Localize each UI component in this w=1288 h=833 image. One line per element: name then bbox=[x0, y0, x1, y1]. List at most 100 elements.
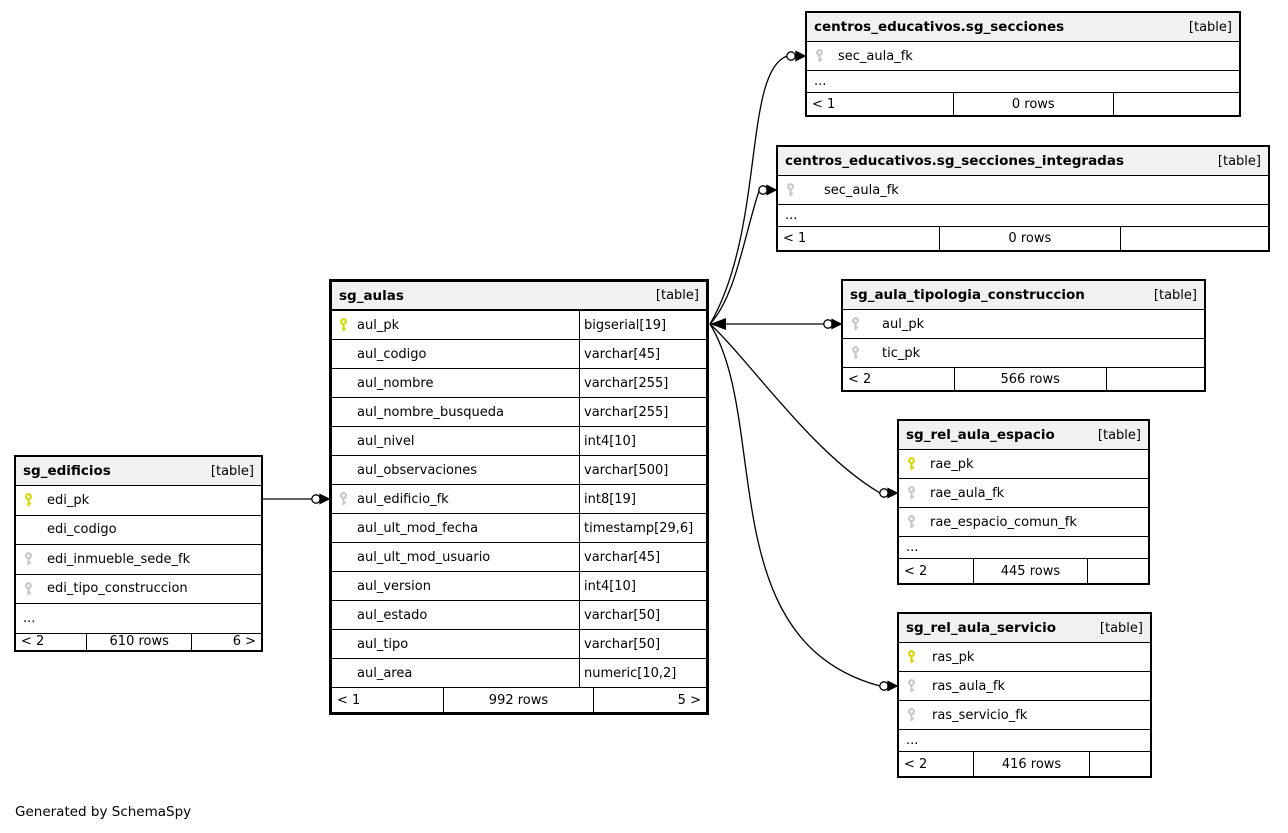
table-tag: [table] bbox=[1217, 153, 1261, 169]
foreign-key-icon bbox=[908, 679, 915, 692]
table-sg-edificios: sg_edificios [table] edi_pk edi_codigo e… bbox=[14, 455, 263, 652]
table-tag: [table] bbox=[655, 288, 699, 303]
table-title[interactable]: sg_edificios bbox=[23, 463, 111, 479]
primary-key-icon bbox=[25, 493, 32, 507]
column-row: edi_inmueble_sede_fk bbox=[16, 545, 261, 575]
column-name: rae_aula_fk bbox=[930, 485, 1005, 501]
generated-by-label: Generated by SchemaSpy bbox=[15, 804, 192, 820]
column-name: ras_servicio_fk bbox=[932, 707, 1028, 723]
footer-rowcount: 0 rows bbox=[954, 93, 1114, 115]
column-type: bigserial[19] bbox=[579, 311, 666, 339]
relationship-aulas-rel-espacio bbox=[709, 323, 881, 494]
column-type: varchar[45] bbox=[579, 543, 660, 571]
table-header: sg_aula_tipologia_construccion [table] bbox=[843, 281, 1204, 310]
column-row: aul_codigo varchar[45] bbox=[332, 340, 706, 369]
column-row: rae_aula_fk bbox=[899, 479, 1148, 508]
table-sg-aula-tipologia-construccion: sg_aula_tipologia_construccion [table] a… bbox=[841, 279, 1206, 392]
table-sg-secciones: centros_educativos.sg_secciones [table] … bbox=[805, 11, 1241, 117]
footer-children bbox=[1107, 368, 1204, 390]
column-row: aul_edificio_fk int8[19] bbox=[332, 485, 706, 514]
footer-parents: < 1 bbox=[332, 688, 445, 712]
footer-children: 5 > bbox=[677, 692, 701, 708]
relationship-aulas-secciones bbox=[709, 55, 788, 325]
column-type: numeric[10,2] bbox=[579, 659, 676, 687]
column-row: edi_codigo bbox=[16, 516, 261, 545]
footer-parents: < 1 bbox=[807, 93, 954, 115]
column-type: varchar[45] bbox=[579, 340, 660, 368]
table-footer: < 2 416 rows bbox=[899, 752, 1150, 776]
foreign-key-icon bbox=[787, 183, 794, 196]
table-sg-rel-aula-servicio: sg_rel_aula_servicio [table] ras_pk ras_… bbox=[897, 612, 1152, 778]
footer-children bbox=[1088, 559, 1148, 583]
footer-children bbox=[1114, 93, 1239, 115]
column-type: int4[10] bbox=[579, 427, 636, 455]
column-name: edi_codigo bbox=[47, 522, 117, 538]
foreign-key-icon bbox=[908, 708, 915, 721]
column-row: aul_pk bigserial[19] bbox=[332, 311, 706, 340]
foreign-key-icon bbox=[908, 515, 915, 528]
column-name: aul_observaciones bbox=[357, 462, 478, 478]
ellipsis-label: ... bbox=[906, 540, 919, 555]
column-name: aul_ult_mod_usuario bbox=[357, 549, 491, 565]
column-row: aul_pk bbox=[843, 310, 1204, 339]
column-row: ras_servicio_fk bbox=[899, 701, 1150, 730]
foreign-key-icon bbox=[340, 492, 347, 505]
column-type: varchar[255] bbox=[579, 398, 668, 426]
column-type: varchar[500] bbox=[579, 456, 668, 484]
footer-parents: < 2 bbox=[899, 559, 974, 583]
column-name: tic_pk bbox=[882, 345, 921, 361]
column-name: aul_nombre_busqueda bbox=[357, 404, 504, 420]
column-row: rae_espacio_comun_fk bbox=[899, 508, 1148, 537]
table-title[interactable]: centros_educativos.sg_secciones bbox=[814, 19, 1065, 35]
column-name: ras_pk bbox=[932, 649, 975, 665]
foreign-key-icon bbox=[852, 317, 859, 330]
column-type: int8[19] bbox=[579, 485, 636, 513]
footer-parents: < 2 bbox=[16, 633, 88, 650]
footer-rowcount: 416 rows bbox=[974, 752, 1090, 776]
column-type: varchar[50] bbox=[579, 601, 660, 629]
footer-children: 6 > bbox=[232, 634, 256, 650]
column-row: ras_pk bbox=[899, 643, 1150, 672]
table-title[interactable]: centros_educativos.sg_secciones_integrad… bbox=[785, 153, 1124, 169]
column-row: rae_pk bbox=[899, 450, 1148, 479]
foreign-key-icon bbox=[25, 552, 32, 566]
table-header: sg_rel_aula_servicio [table] bbox=[899, 614, 1150, 643]
table-tag: [table] bbox=[210, 463, 254, 479]
footer-rowcount: 445 rows bbox=[974, 559, 1089, 583]
table-header: sg_rel_aula_espacio [table] bbox=[899, 421, 1148, 450]
column-row: sec_aula_fk bbox=[778, 176, 1268, 205]
column-name: edi_tipo_construccion bbox=[47, 581, 188, 597]
table-tag: [table] bbox=[1099, 620, 1143, 636]
column-name: aul_pk bbox=[882, 316, 925, 332]
column-row: aul_version int4[10] bbox=[332, 572, 706, 601]
table-title[interactable]: sg_aulas bbox=[339, 287, 404, 304]
table-title[interactable]: sg_aula_tipologia_construccion bbox=[850, 287, 1085, 303]
table-footer: < 1 992 rows 5 > bbox=[332, 688, 706, 712]
column-name: aul_pk bbox=[357, 317, 400, 333]
column-name: aul_nombre bbox=[357, 375, 434, 391]
table-title[interactable]: sg_rel_aula_espacio bbox=[906, 427, 1055, 443]
table-title[interactable]: sg_rel_aula_servicio bbox=[906, 620, 1057, 636]
column-name: aul_estado bbox=[357, 607, 428, 623]
more-columns-row: ... bbox=[807, 71, 1239, 93]
relationship-end-markers bbox=[311, 50, 899, 692]
column-row: edi_pk bbox=[16, 486, 261, 516]
column-row: sec_aula_fk bbox=[807, 42, 1239, 71]
table-tag: [table] bbox=[1188, 19, 1232, 35]
column-name: aul_tipo bbox=[357, 636, 409, 652]
primary-key-icon bbox=[908, 457, 915, 470]
column-type: varchar[255] bbox=[579, 369, 668, 397]
footer-parents: < 1 bbox=[778, 227, 940, 250]
table-footer: < 2 610 rows 6 > bbox=[16, 633, 261, 650]
table-header: centros_educativos.sg_secciones_integrad… bbox=[778, 147, 1268, 176]
column-row: ras_aula_fk bbox=[899, 672, 1150, 701]
table-footer: < 2 445 rows bbox=[899, 559, 1148, 583]
column-row: aul_area numeric[10,2] bbox=[332, 659, 706, 688]
table-sg-rel-aula-espacio: sg_rel_aula_espacio [table] rae_pk rae_a… bbox=[897, 419, 1150, 585]
column-name: aul_edificio_fk bbox=[357, 491, 449, 507]
table-footer: < 1 0 rows bbox=[778, 227, 1268, 250]
footer-children bbox=[1121, 227, 1268, 250]
footer-rowcount: 610 rows bbox=[87, 633, 193, 650]
more-columns-row: ... bbox=[778, 205, 1268, 227]
